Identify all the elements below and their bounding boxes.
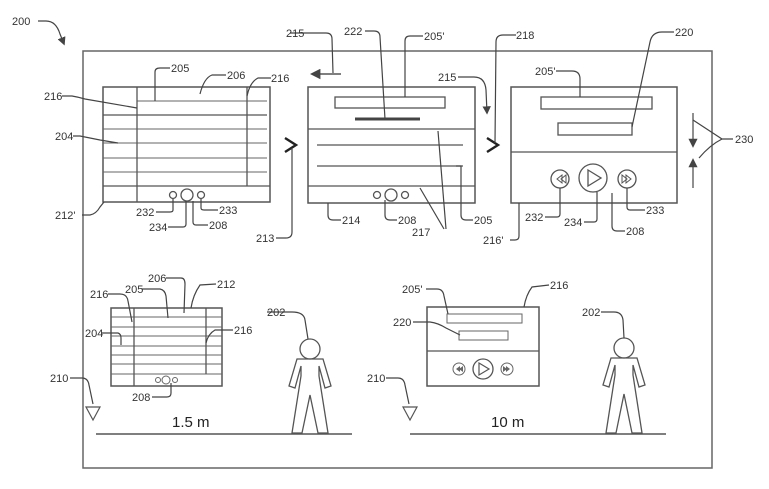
label-233-c: 233	[646, 205, 664, 217]
center-dot-icon	[161, 375, 171, 385]
next-dot-icon	[400, 190, 410, 200]
label-216-far: 216	[550, 280, 568, 292]
ground-marker-icon	[401, 406, 419, 422]
label-222: 222	[344, 26, 362, 38]
distance-label-near: 1.5 m	[172, 414, 210, 431]
label-205-prime-c: 205'	[535, 66, 555, 78]
label-204-near: 204	[85, 328, 103, 340]
near-scene: 216 205 206 212 204 216 208 202 210 1.5 …	[50, 273, 352, 435]
label-208-b: 208	[398, 215, 416, 227]
label-230: 230	[735, 134, 753, 146]
rewind-icon	[556, 173, 567, 185]
label-204: 204	[55, 131, 73, 143]
panel-media-view: 205' 220 216' 232 234 233 208	[483, 27, 693, 247]
viewer-head	[299, 338, 321, 360]
play-button[interactable]	[578, 163, 608, 193]
viewer-figure-far	[602, 337, 646, 434]
label-217: 217	[412, 227, 430, 239]
transition-a: 213	[256, 136, 299, 245]
label-202-near: 202	[267, 307, 285, 319]
media-panel-box	[510, 86, 678, 204]
label-233: 233	[219, 205, 237, 217]
near-list-panel	[110, 307, 223, 387]
rewind-icon	[456, 366, 463, 372]
label-216-near-right: 216	[234, 325, 252, 337]
list-rows	[103, 100, 270, 187]
label-216-prime: 216'	[483, 235, 503, 247]
viewer-head	[613, 337, 635, 359]
transition-b: 215 218	[438, 30, 534, 154]
viewer-figure-near	[288, 338, 332, 434]
label-208-near: 208	[132, 392, 150, 404]
figure-leader-arrow	[38, 20, 66, 46]
title-bar	[334, 96, 446, 109]
label-206: 206	[227, 70, 245, 82]
far-fast-forward-button[interactable]	[500, 362, 514, 376]
panel-detail-view: 215 222 205' 214 208 217 205	[286, 26, 492, 239]
far-title-bar	[446, 313, 523, 324]
subtitle-bar	[557, 122, 633, 136]
label-206-near: 206	[148, 273, 166, 285]
label-215-left: 215	[286, 28, 304, 40]
prev-dot-icon	[372, 190, 382, 200]
far-play-button[interactable]	[472, 358, 494, 380]
play-icon	[478, 361, 491, 377]
label-214: 214	[342, 215, 360, 227]
label-220-c: 220	[675, 27, 693, 39]
label-232-c: 232	[525, 212, 543, 224]
label-205-b: 205	[474, 215, 492, 227]
near-list-rows	[111, 316, 222, 375]
person-icon	[602, 357, 646, 434]
list-controls	[168, 188, 206, 202]
chevron-right-icon	[284, 136, 299, 154]
label-208-a: 208	[209, 220, 227, 232]
label-205: 205	[171, 63, 189, 75]
display-frame	[82, 50, 713, 469]
list-panel-box	[102, 86, 271, 203]
label-205-prime-far: 205'	[402, 284, 422, 296]
detail-controls	[372, 188, 410, 202]
label-210-far: 210	[367, 373, 385, 385]
far-scene: 205' 216 220 202 210 10 m	[367, 280, 666, 435]
label-215-right: 215	[438, 72, 456, 84]
prev-dot-icon	[168, 190, 178, 200]
label-202-far: 202	[582, 307, 600, 319]
center-dot-icon	[384, 188, 398, 202]
figure-reference: 200	[12, 16, 66, 46]
figure-number-label: 200	[12, 16, 30, 28]
fast-forward-icon	[621, 173, 632, 185]
label-205-near: 205	[125, 284, 143, 296]
person-icon	[288, 358, 332, 434]
label-216-right: 216	[271, 73, 289, 85]
label-216-near-left: 216	[90, 289, 108, 301]
label-210-near: 210	[50, 373, 68, 385]
fast-forward-icon	[503, 366, 510, 372]
next-dot-icon	[196, 190, 206, 200]
label-216-left: 216	[44, 91, 62, 103]
panel-list-view: 205 206 216 216 204 212' 232 233 234 208	[44, 63, 289, 234]
center-dot-icon	[180, 188, 194, 202]
label-213: 213	[256, 233, 274, 245]
far-rewind-button[interactable]	[452, 362, 466, 376]
label-232: 232	[136, 207, 154, 219]
label-234: 234	[149, 222, 167, 234]
label-205-prime-b: 205'	[424, 31, 444, 43]
play-icon	[587, 168, 603, 188]
resize-indicator: 230	[688, 113, 753, 188]
far-subtitle-bar	[458, 330, 509, 341]
label-234-c: 234	[564, 217, 582, 229]
label-208-c: 208	[626, 226, 644, 238]
move-down-arrow-icon	[458, 76, 491, 115]
ground-marker-icon	[84, 406, 102, 422]
chevron-right-icon	[486, 136, 501, 154]
distance-label-far: 10 m	[491, 414, 524, 431]
next-dot-icon	[172, 377, 178, 383]
label-212-near: 212	[217, 279, 235, 291]
label-220-far: 220	[393, 317, 411, 329]
label-218: 218	[516, 30, 534, 42]
prev-dot-icon	[155, 377, 161, 383]
label-212-prime: 212'	[55, 210, 75, 222]
title-bar	[540, 96, 653, 110]
